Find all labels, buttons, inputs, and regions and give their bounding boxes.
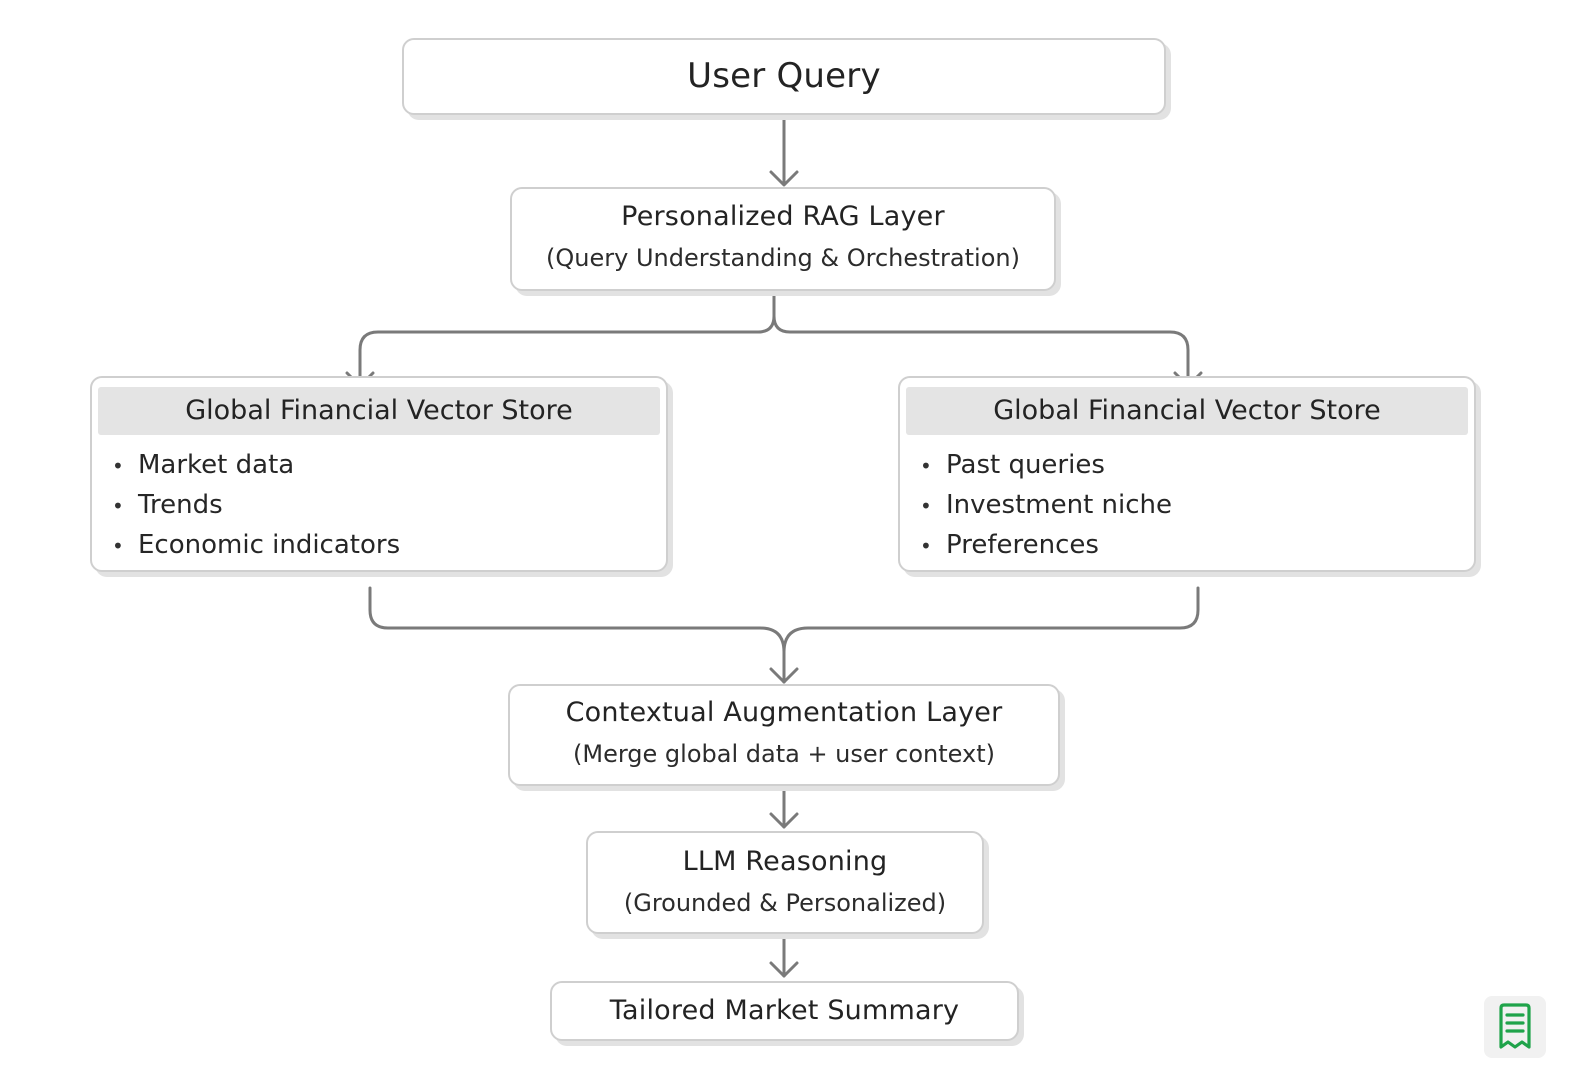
store-left-header: Global Financial Vector Store — [98, 387, 660, 435]
connector-left-store-to-context — [368, 586, 786, 684]
store-left-list: • Market data • Trends • Economic indicator… — [112, 446, 400, 566]
store-right-item-1: Past queries — [946, 450, 1105, 480]
store-right-item-2: Investment niche — [946, 490, 1173, 520]
bullet-icon: • — [920, 534, 932, 558]
tailored-summary-node: Tailored Market Summary — [550, 981, 1019, 1041]
summary-title: Tailored Market Summary — [609, 995, 960, 1026]
llm-reasoning-title: LLM Reasoning — [682, 846, 888, 877]
rag-layer-title: Personalized RAG Layer — [621, 201, 945, 232]
list-item: • Economic indicators — [112, 526, 400, 566]
user-query-node: User Query — [402, 38, 1166, 115]
connector-rag-to-left-store — [358, 291, 776, 388]
connector-right-store-to-context — [782, 586, 1200, 684]
bullet-icon: • — [920, 494, 932, 518]
store-right-item-3: Preferences — [946, 530, 1099, 560]
bullet-icon: • — [112, 494, 124, 518]
contextual-augmentation-node: Contextual Augmentation Layer (Merge glo… — [508, 684, 1060, 786]
user-query-title: User Query — [687, 56, 881, 96]
rag-layer-subtitle: (Query Understanding & Orchestration) — [546, 244, 1020, 272]
bullet-icon: • — [920, 454, 932, 478]
bullet-icon: • — [112, 454, 124, 478]
llm-reasoning-node: LLM Reasoning (Grounded & Personalized) — [586, 831, 984, 934]
list-item: • Past queries — [920, 446, 1172, 486]
document-icon — [1499, 1003, 1531, 1049]
list-item: • Investment niche — [920, 486, 1172, 526]
global-vector-store-right: Global Financial Vector Store • Past quer… — [898, 376, 1476, 572]
llm-reasoning-subtitle: (Grounded & Personalized) — [623, 889, 947, 917]
list-item: • Preferences — [920, 526, 1172, 566]
arrowhead-rag — [769, 170, 799, 187]
list-item: • Market data — [112, 446, 400, 486]
store-left-item-1: Market data — [138, 450, 295, 480]
document-badge[interactable] — [1484, 996, 1546, 1058]
arrowhead-summary — [769, 961, 799, 978]
rag-layer-node: Personalized RAG Layer (Query Understand… — [510, 187, 1056, 291]
connector-rag-to-right-store — [772, 291, 1190, 388]
bullet-icon: • — [112, 534, 124, 558]
context-layer-title: Contextual Augmentation Layer — [565, 697, 1003, 728]
store-right-header: Global Financial Vector Store — [906, 387, 1468, 435]
list-item: • Trends — [112, 486, 400, 526]
store-right-list: • Past queries • Investment niche • Prefere… — [920, 446, 1172, 566]
store-left-item-2: Trends — [138, 490, 223, 520]
context-layer-subtitle: (Merge global data + user context) — [573, 740, 995, 768]
global-vector-store-left: Global Financial Vector Store • Market da… — [90, 376, 668, 572]
arrowhead-context — [769, 667, 799, 684]
arrowhead-llm — [769, 812, 799, 829]
store-left-item-3: Economic indicators — [138, 530, 401, 560]
